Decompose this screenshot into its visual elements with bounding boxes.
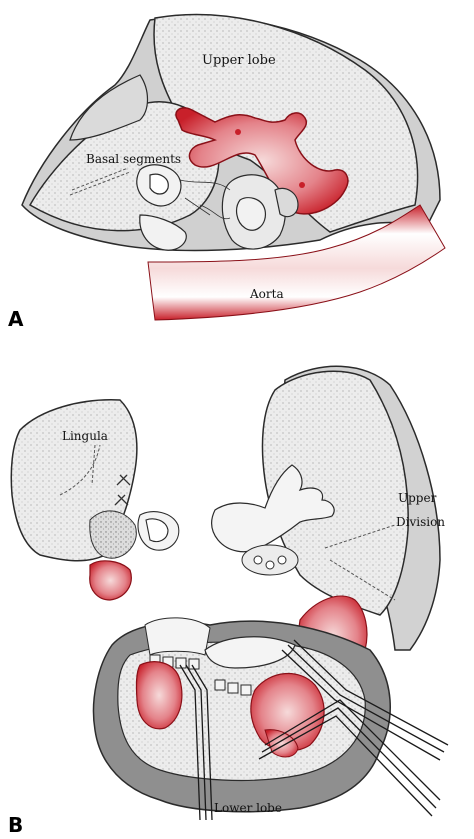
panel-b: Lingula Upper Division Lower lobe B <box>8 365 449 837</box>
upper-division-hilar-nodes <box>241 544 299 576</box>
label-lingula: Lingula <box>62 429 108 443</box>
cut-parenchyma <box>89 510 137 559</box>
fissure-line <box>69 167 131 196</box>
ligature-marks <box>114 474 131 506</box>
aorta-shape <box>147 204 446 321</box>
label-aorta: Aorta <box>249 287 284 301</box>
panel-letter-b: B <box>8 813 23 837</box>
label-upper: Upper <box>398 491 437 505</box>
vessel-branch-spot <box>299 182 305 188</box>
lingula-bronchus-stump <box>137 511 180 551</box>
upper-division-bronchus <box>211 464 335 553</box>
pulmonary-artery <box>175 107 349 215</box>
lung-lateral-edge <box>69 74 149 141</box>
lingula-vessel-stump <box>89 560 132 601</box>
upper-division-fissure <box>324 524 396 601</box>
lingula-fissure <box>59 444 101 496</box>
lower-lobe-vessel-left <box>135 661 183 730</box>
vessel-branch-spot <box>235 129 241 135</box>
anastomosis-rim <box>204 636 296 669</box>
hilar-structures <box>136 164 299 251</box>
label-basal-segments: Basal segments <box>86 152 181 166</box>
bronchus-rings <box>144 617 252 696</box>
label-division: Division <box>396 515 445 529</box>
panel-letter-a: A <box>8 307 24 331</box>
panel-a: Upper lobe Basal segments Aorta A <box>8 13 446 331</box>
label-upper-lobe: Upper lobe <box>202 53 276 68</box>
ligature-threads <box>179 179 231 220</box>
upper-division-shape <box>261 370 409 616</box>
vessel-loops <box>179 639 449 821</box>
label-lower-lobe: Lower lobe <box>214 801 282 815</box>
